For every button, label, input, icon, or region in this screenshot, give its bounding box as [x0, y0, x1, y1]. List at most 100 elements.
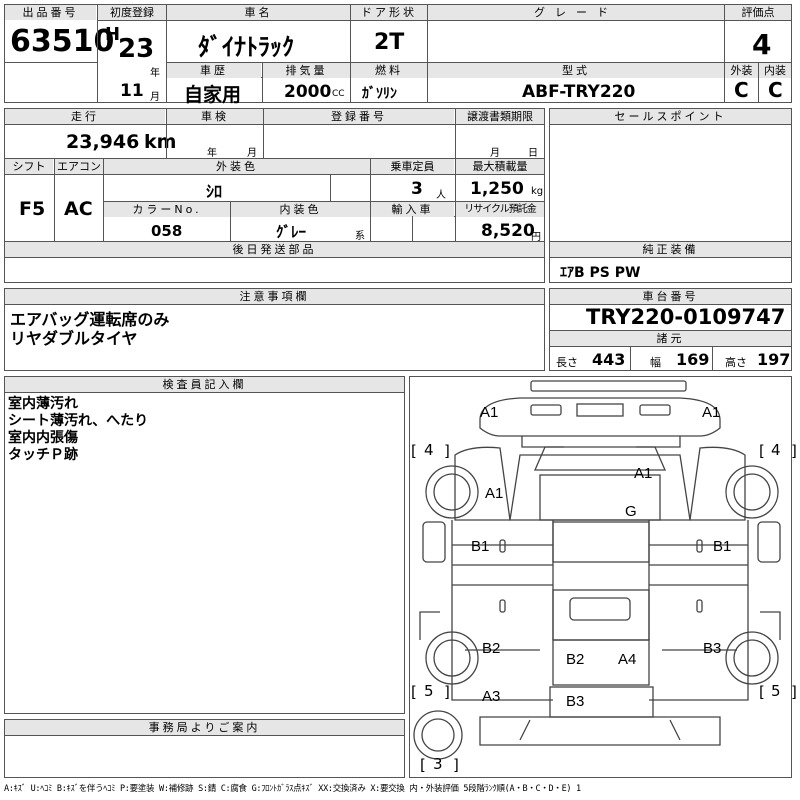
transfer-deadline-header: 譲渡書類期限 — [456, 109, 544, 124]
mark-rear-panel: B3 — [566, 693, 585, 710]
mileage-header: 走行 — [5, 109, 165, 124]
mark-front-right: A1 — [702, 404, 721, 421]
legend-text: A:ｷｽﾞ U:ﾍｺﾐ B:ｷｽﾞを伴うﾍｺﾐ P:要塗装 W:補修跡 S:錆 … — [4, 784, 581, 794]
transfer-day-unit: 日 — [528, 148, 538, 159]
max-load-value: 1,250 — [470, 179, 524, 199]
first-reg-header: 初度登録 — [98, 5, 166, 20]
recycle-value: 8,520 — [481, 221, 535, 241]
int-color-header: 内装色 — [231, 202, 370, 217]
mark-bed-floor-1: B2 — [566, 651, 585, 668]
height-label: 高さ — [725, 356, 747, 369]
month-value: 11 — [120, 81, 144, 101]
tire-front-left: 4 — [424, 441, 434, 459]
import-header: 輸入車 — [371, 202, 454, 217]
ext-header: 外装 — [725, 63, 758, 78]
door-header: ドア形状 — [351, 5, 427, 20]
svg-text:]: ] — [791, 442, 797, 460]
mark-bed-right: B3 — [703, 640, 722, 657]
score-header: 評価点 — [725, 5, 791, 20]
inspector-note-2: シート薄汚れ、へたり — [8, 413, 149, 429]
equipment-header: 純正装備 — [550, 242, 791, 257]
shift-header: シフト — [5, 159, 53, 174]
inspector-note-3: 室内内張傷 — [8, 430, 78, 446]
mark-front-left: A1 — [480, 404, 499, 421]
km-unit: km — [144, 131, 177, 153]
capacity-header: 乗車定員 — [371, 159, 454, 174]
mark-cab-left: A1 — [485, 485, 504, 502]
recycle-header: リサイクル預託金 — [456, 202, 544, 217]
year-unit: 年 — [150, 68, 160, 79]
displacement-header: 排気量 — [263, 63, 350, 78]
svg-text:[: [ — [411, 683, 417, 701]
ext-color-header: 外装色 — [104, 159, 370, 174]
length-value: 443 — [592, 350, 626, 369]
inspector-header: 検査員記入欄 — [5, 377, 404, 392]
later-parts-header: 後日発送部品 — [5, 242, 544, 257]
inspection-year-unit: 年 — [207, 148, 217, 159]
ext-color-value: ｼﾛ — [206, 182, 223, 201]
color-no-value: 058 — [151, 222, 183, 240]
svg-text:[: [ — [759, 442, 765, 460]
ext-score-value: C — [734, 78, 749, 102]
inspection-month-unit: 月 — [247, 148, 257, 159]
tire-rear-right: 5 — [771, 682, 781, 700]
kg-unit: kg — [531, 186, 544, 197]
color-no-header: カラーNo. — [104, 202, 230, 217]
reg-no-header: 登録番号 — [264, 109, 454, 124]
mileage-value: 23,946 — [66, 131, 140, 153]
transfer-month-unit: 月 — [490, 148, 500, 159]
mark-roof: A1 — [634, 465, 653, 482]
history-header: 車歴 — [167, 63, 261, 78]
int-color-value: ｸﾞﾚｰ — [276, 223, 307, 241]
dimensions-header: 諸元 — [550, 331, 791, 346]
svg-text:[: [ — [420, 756, 426, 774]
inspector-box — [4, 376, 405, 714]
int-score-value: C — [768, 78, 783, 102]
mark-door-right: B1 — [713, 538, 732, 555]
inspector-note-1: 室内薄汚れ — [8, 396, 78, 412]
fuel-value: ｶﾞｿﾘﾝ — [362, 86, 397, 102]
equipment-value: ｴｱB PS PW — [560, 265, 641, 281]
inspection-header: 車検 — [167, 109, 263, 124]
width-value: 169 — [676, 350, 710, 369]
cc-unit: CC — [332, 89, 345, 99]
model-value: ABF-TRY220 — [522, 82, 636, 102]
inspector-note-4: タッチＰ跡 — [8, 447, 78, 463]
grade-header: グレード — [428, 5, 724, 20]
mark-door-left: B1 — [471, 538, 490, 555]
car-name-value: ﾀﾞｲﾅﾄﾗｯｸ — [198, 33, 294, 61]
car-name-header: 車名 — [167, 5, 350, 20]
svg-text:[: [ — [411, 442, 417, 460]
year-value: 23 — [118, 34, 155, 64]
svg-text:]: ] — [444, 442, 450, 460]
max-load-header: 最大積載量 — [456, 159, 544, 174]
mark-windshield: G — [625, 503, 637, 520]
office-header: 事務局よりご案内 — [5, 720, 404, 735]
yen-unit: 円 — [531, 232, 541, 243]
lot-no-value: 63510 — [10, 24, 115, 59]
person-unit: 人 — [436, 190, 446, 201]
tire-spare: 3 — [433, 755, 443, 773]
kei-unit: 系 — [355, 231, 365, 242]
svg-text:[: [ — [759, 683, 765, 701]
svg-text:]: ] — [453, 756, 459, 774]
shift-value: F5 — [19, 198, 46, 220]
chassis-value: TRY220-0109747 — [586, 305, 786, 329]
width-label: 幅 — [650, 356, 661, 369]
svg-text:]: ] — [791, 683, 797, 701]
cautions-header: 注意事項欄 — [5, 289, 544, 304]
svg-text:]: ] — [444, 683, 450, 701]
capacity-value: 3 — [411, 179, 423, 199]
ac-value: AC — [64, 198, 93, 220]
tire-front-right: 4 — [771, 441, 781, 459]
model-header: 型式 — [428, 63, 724, 78]
length-label: 長さ — [556, 356, 578, 369]
era-value: H — [105, 24, 121, 45]
mark-bed-floor-2: A4 — [618, 651, 637, 668]
tire-rear-left: 5 — [424, 682, 434, 700]
lot-no-header: 出品番号 — [5, 5, 96, 20]
sales-points-header: セールスポイント — [550, 109, 791, 124]
caution-line-1: エアバッグ運転席のみ — [10, 310, 170, 329]
vehicle-diagram-box — [409, 376, 792, 778]
score-value: 4 — [752, 28, 772, 61]
